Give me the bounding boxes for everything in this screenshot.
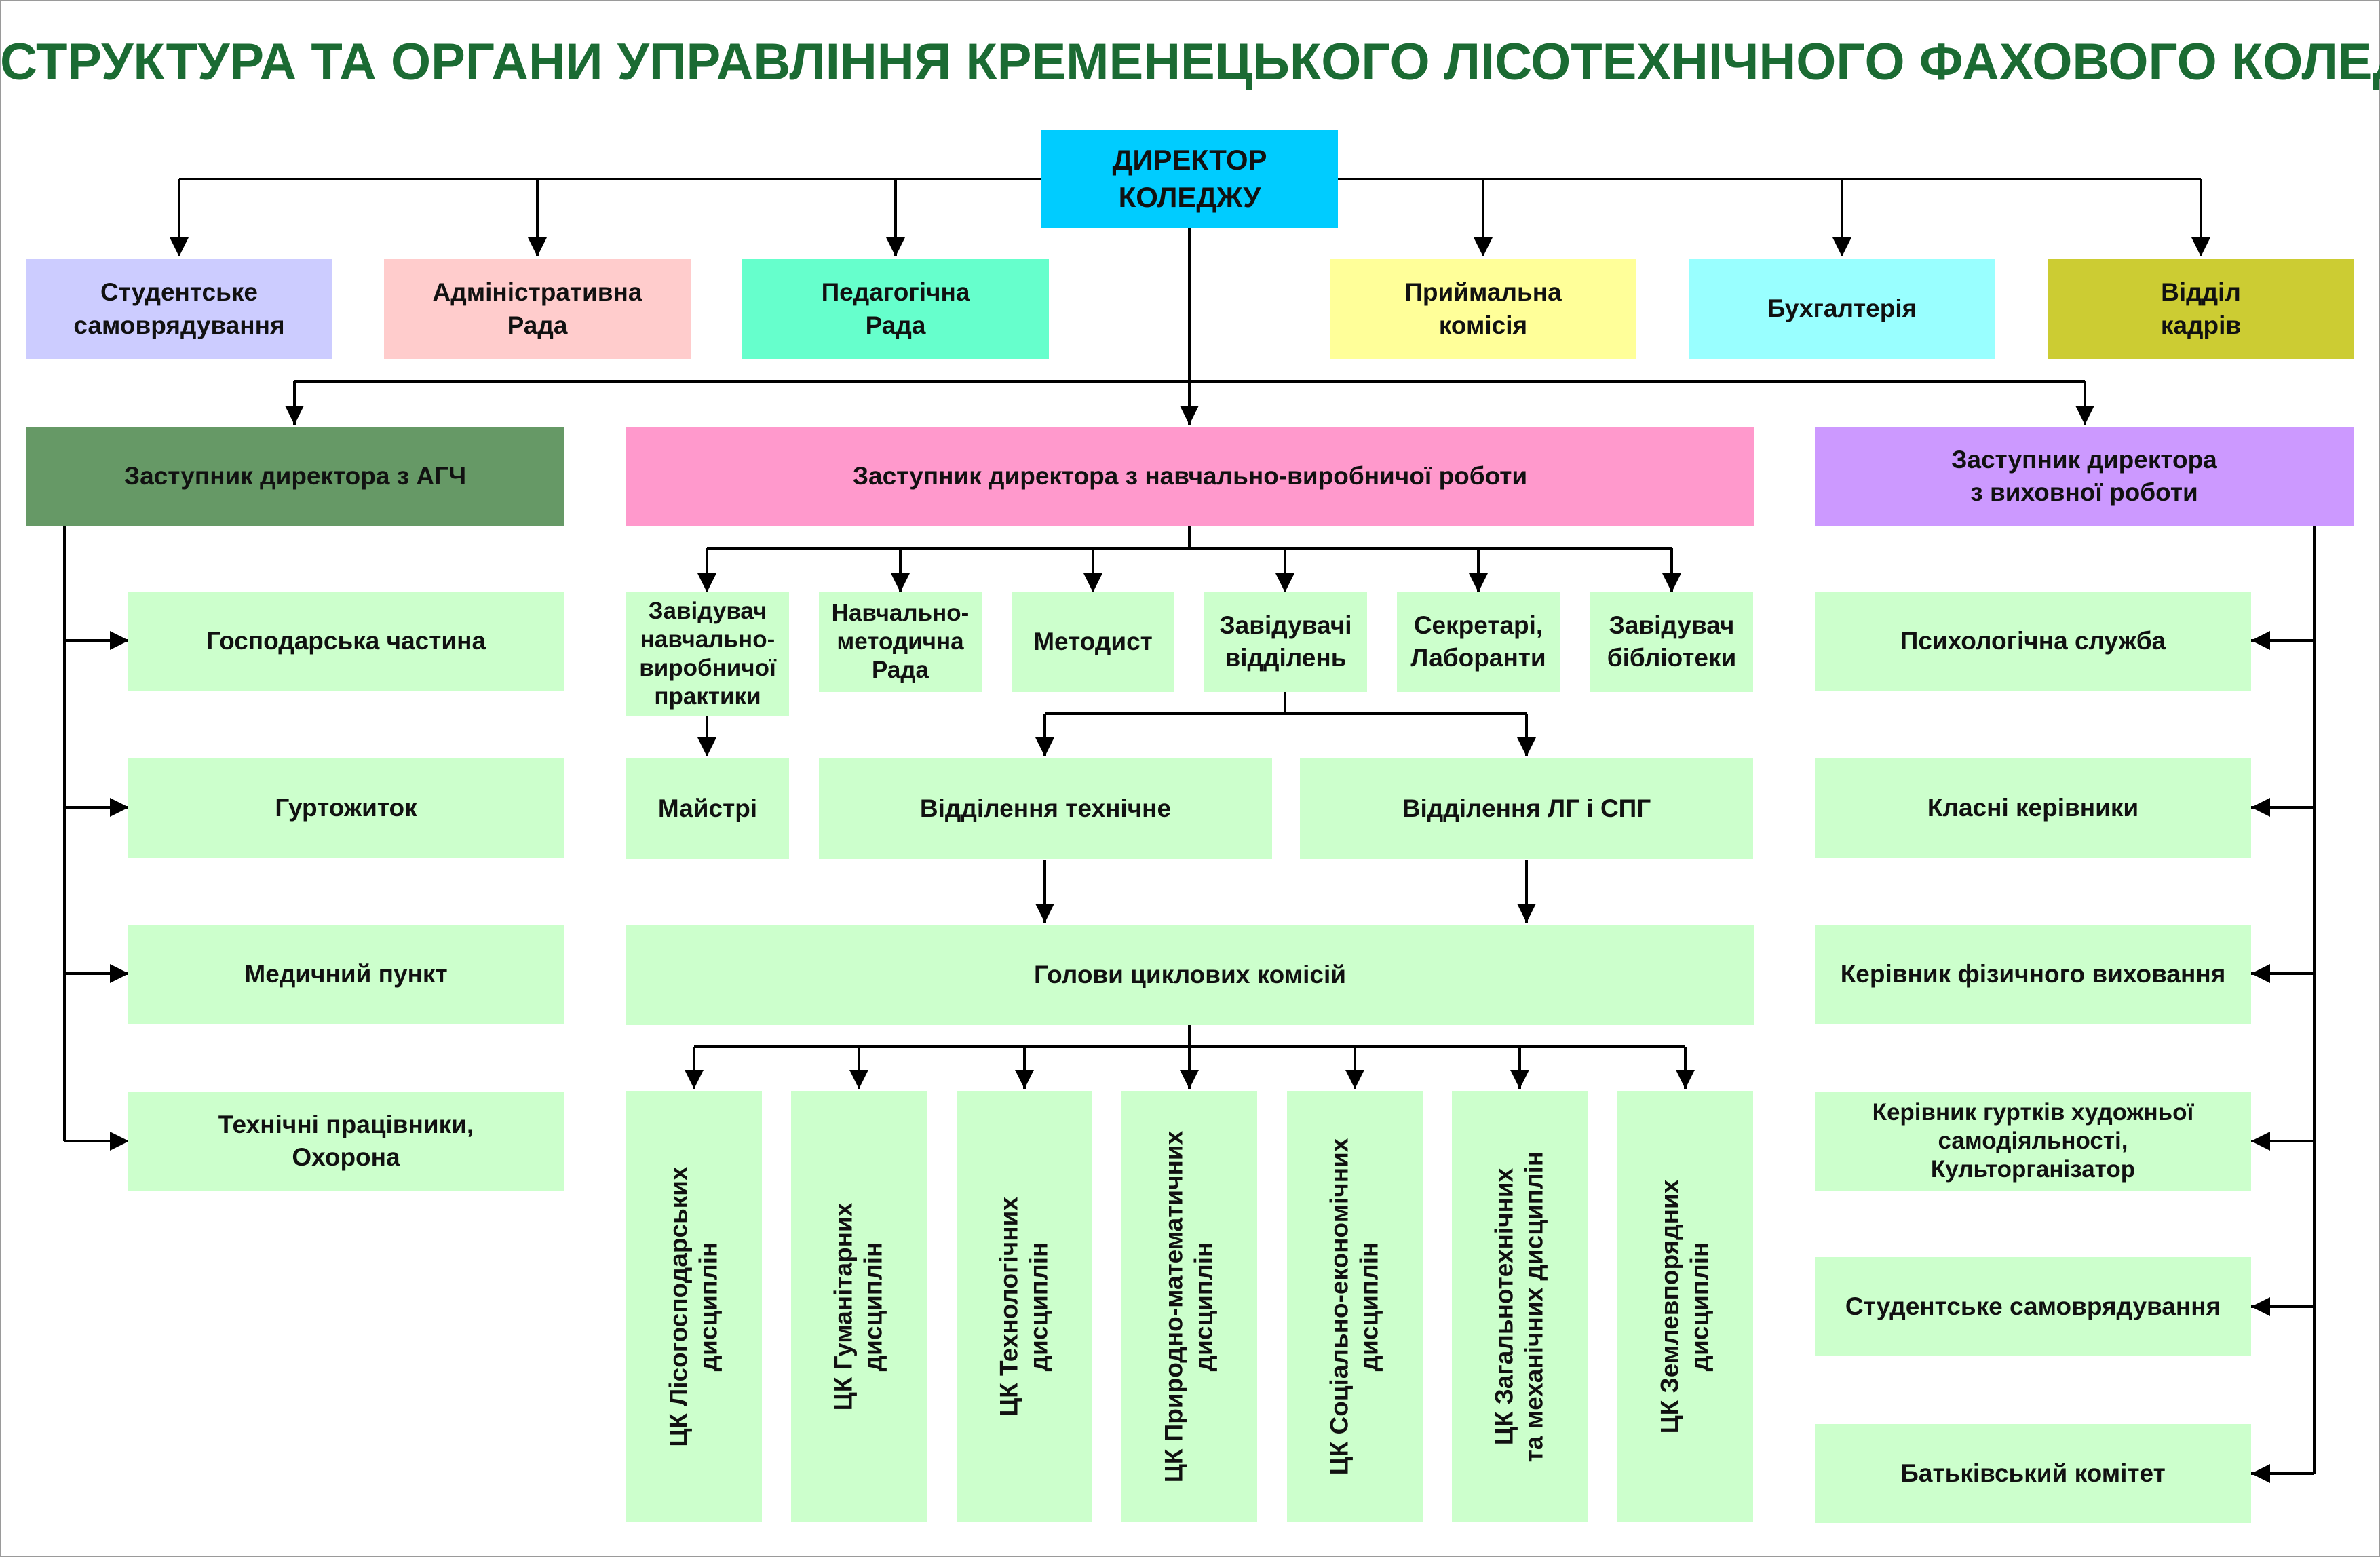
cycle-commission-socio-economic: ЦК Соціально-економічних дисциплін <box>1287 1091 1423 1522</box>
deputy-academic-box: Заступник директора з навчально-виробнич… <box>626 427 1754 526</box>
cycle-commission-socio-economic-label: ЦК Соціально-економічних дисциплін <box>1325 1138 1383 1476</box>
academic-unit-secretaries: Секретарі, Лаборанти <box>1397 592 1560 692</box>
academic-unit-practice-head: Завідувач навчально- виробничої практики <box>626 592 789 716</box>
education-unit-psychology: Психологічна служба <box>1815 592 2251 691</box>
education-unit-art-clubs: Керівник гуртків художньої самодіяльност… <box>1815 1092 2251 1191</box>
pedagogical-council-box: Педагогічна Рада <box>742 259 1049 359</box>
cycle-commission-science-math-label: ЦК Природно-математичних дисциплін <box>1159 1130 1218 1483</box>
agch-unit-economy: Господарська частина <box>128 592 564 691</box>
accounting-box: Бухгалтерія <box>1689 259 1995 359</box>
agch-unit-dormitory: Гуртожиток <box>128 758 564 858</box>
cycle-commission-technology: ЦК Технологічних дисциплін <box>957 1091 1092 1522</box>
education-unit-parents-committee: Батьківський комітет <box>1815 1424 2251 1523</box>
student-government-box: Студентське самоврядування <box>26 259 332 359</box>
masters-box: Майстрі <box>626 758 789 859</box>
administrative-council-box: Адміністративна Рада <box>384 259 691 359</box>
cycle-commission-technology-label: ЦК Технологічних дисциплін <box>995 1197 1053 1417</box>
education-unit-physical-education: Керівник фізичного виховання <box>1815 925 2251 1024</box>
deputy-education-box: Заступник директора з виховної роботи <box>1815 427 2354 526</box>
cycle-commission-land-management-label: ЦК Землевпорядних дисциплін <box>1655 1179 1714 1434</box>
cycle-commission-forestry-label: ЦК Лісогосподарських дисциплін <box>664 1166 723 1447</box>
department-lg-spg-box: Відділення ЛГ і СПГ <box>1300 758 1753 859</box>
cycle-commission-general-technical-label: ЦК Загальнотехнічних та механічних дисци… <box>1490 1151 1548 1463</box>
agch-unit-technical-staff: Технічні працівники, Охорона <box>128 1092 564 1191</box>
education-unit-student-government: Студентське самоврядування <box>1815 1257 2251 1356</box>
academic-unit-methodist: Методист <box>1012 592 1174 692</box>
cycle-commission-science-math: ЦК Природно-математичних дисциплін <box>1121 1091 1257 1522</box>
education-unit-class-teachers: Класні керівники <box>1815 758 2251 858</box>
cycle-commission-land-management: ЦК Землевпорядних дисциплін <box>1617 1091 1753 1522</box>
admission-committee-box: Приймальна комісія <box>1330 259 1636 359</box>
agch-unit-medical: Медичний пункт <box>128 925 564 1024</box>
academic-unit-department-heads: Завідувачі відділень <box>1204 592 1367 692</box>
page-title: СТРУКТУРА ТА ОРГАНИ УПРАВЛІННЯ КРЕМЕНЕЦЬ… <box>0 33 2380 91</box>
cycle-heads-box: Голови циклових комісій <box>626 925 1754 1025</box>
cycle-commission-general-technical: ЦК Загальнотехнічних та механічних дисци… <box>1452 1091 1588 1522</box>
cycle-commission-humanities: ЦК Гуманітарних дисциплін <box>791 1091 927 1522</box>
department-technical-box: Відділення технічне <box>819 758 1272 859</box>
academic-unit-librarian: Завідувач бібліотеки <box>1590 592 1753 692</box>
cycle-commission-forestry: ЦК Лісогосподарських дисциплін <box>626 1091 762 1522</box>
hr-department-box: Відділ кадрів <box>2048 259 2354 359</box>
deputy-agch-box: Заступник директора з АГЧ <box>26 427 564 526</box>
director-box: ДИРЕКТОР КОЛЕДЖУ <box>1041 130 1338 228</box>
academic-unit-methodical-council: Навчально- методична Рада <box>819 592 982 692</box>
cycle-commission-humanities-label: ЦК Гуманітарних дисциплін <box>829 1202 887 1411</box>
